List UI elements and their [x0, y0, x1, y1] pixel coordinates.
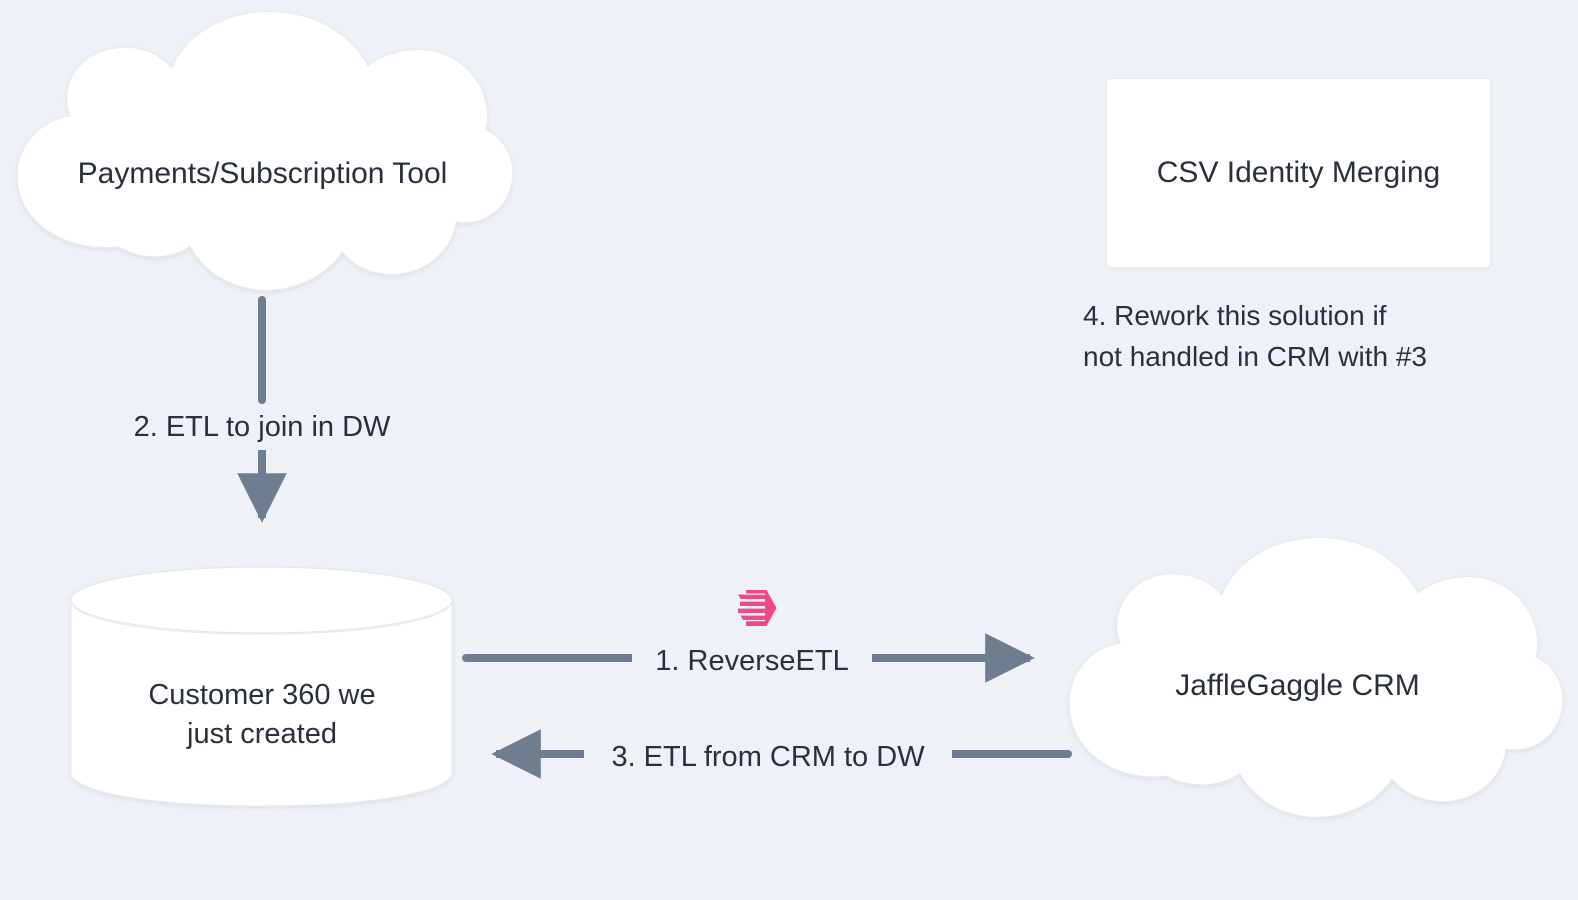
edge-label-etl-to-join-in-dw: 2. ETL to join in DW — [62, 406, 462, 450]
edge-label-etl-from-crm-to-dw: 3. ETL from CRM to DW — [584, 736, 952, 780]
node-shape-crm-cloud[interactable] — [1068, 537, 1564, 818]
node-csv-identity-merging[interactable]: CSV Identity Merging — [1106, 78, 1491, 268]
node-shape-customer360-cylinder[interactable] — [70, 566, 453, 807]
dbt-logo-icon — [735, 586, 781, 630]
annotation-rework-note: 4. Rework this solution if not handled i… — [1083, 300, 1427, 372]
node-label-csv-identity-merging: CSV Identity Merging — [1156, 155, 1441, 189]
node-shape-payments-cloud[interactable] — [16, 11, 514, 291]
edge-label-reverse-etl: 1. ReverseETL — [632, 640, 872, 684]
